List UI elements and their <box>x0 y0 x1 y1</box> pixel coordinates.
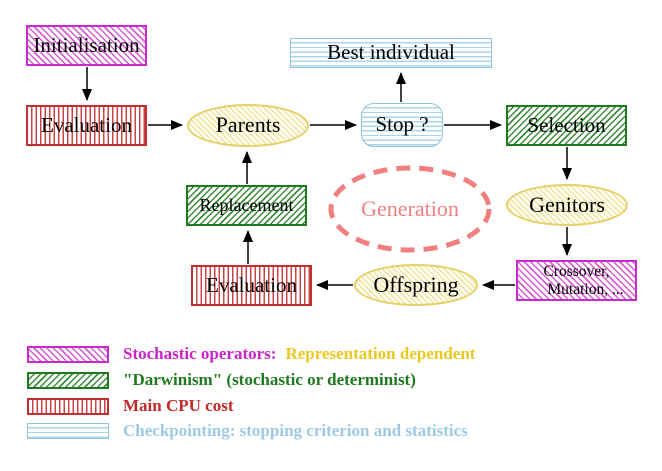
node-replacement-label: Replacement <box>199 194 294 215</box>
node-offspring: Offspring <box>354 264 478 306</box>
node-selection: Selection <box>506 105 627 146</box>
legend-swatch-magenta-hatch <box>27 345 109 363</box>
legend-label-stochastic-operators: Stochastic operators: <box>123 344 277 363</box>
node-crossover-line2: Mutation, ... <box>547 280 624 298</box>
node-initialisation-label: Initialisation <box>33 32 140 57</box>
node-parents-label: Parents <box>215 112 281 138</box>
node-genitors: Genitors <box>506 184 628 226</box>
legend-swatch-green-hatch <box>27 371 109 389</box>
node-crossover-line1: Crossover, <box>543 263 610 281</box>
legend-label-representation-dependent: Representation dependent <box>285 344 476 363</box>
legend-label-darwinism: "Darwinism" (stochastic or determinist) <box>123 370 416 389</box>
node-parents: Parents <box>187 104 309 147</box>
node-offspring-label: Offspring <box>373 271 459 297</box>
legend-label-checkpointing: Checkpointing: stopping criterion and st… <box>123 421 468 440</box>
generation-dashed-ellipse <box>328 165 492 253</box>
node-generation-label: Generation <box>361 196 459 221</box>
node-generation: Generation <box>326 163 494 255</box>
node-selection-label: Selection <box>527 112 606 137</box>
legend-row-stochastic-operators: Stochastic operators: Representation dep… <box>27 344 476 363</box>
node-genitors-label: Genitors <box>529 191 605 217</box>
node-stop: Stop ? <box>361 103 443 147</box>
node-best-individual-label: Best individual <box>327 40 455 65</box>
node-crossover-mutation: Crossover, Mutation, ... <box>516 260 637 301</box>
node-stop-label: Stop ? <box>375 112 429 137</box>
legend-row-darwinism: "Darwinism" (stochastic or determinist) <box>27 370 416 389</box>
legend-row-checkpointing: Checkpointing: stopping criterion and st… <box>27 421 468 440</box>
legend-swatch-red-stripes <box>27 397 109 415</box>
node-initialisation: Initialisation <box>26 25 147 66</box>
node-best-individual: Best individual <box>290 38 492 68</box>
legend-swatch-cyan-stripes <box>27 423 109 439</box>
node-evaluation-top: Evaluation <box>26 105 147 146</box>
node-evaluation-bottom: Evaluation <box>191 265 312 306</box>
node-evaluation-bottom-label: Evaluation <box>206 272 297 297</box>
node-replacement: Replacement <box>186 185 307 226</box>
legend-label-main-cpu-cost: Main CPU cost <box>123 396 234 415</box>
node-evaluation-top-label: Evaluation <box>41 112 132 137</box>
legend-row-main-cpu-cost: Main CPU cost <box>27 396 234 415</box>
